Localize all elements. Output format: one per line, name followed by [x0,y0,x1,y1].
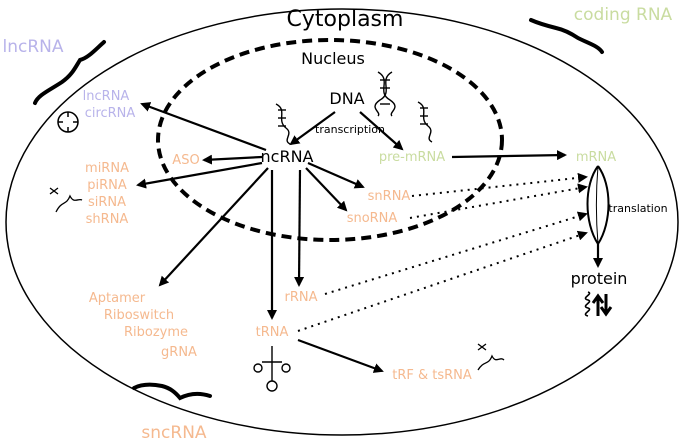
arrow-ncrna-aptamer [158,167,269,287]
nucleus-label: Nucleus [301,49,365,68]
ribosome-icon [586,165,610,245]
dotted-trna-ribosome [297,230,588,332]
dotted-arrows [297,172,588,332]
dotted-rrna-ribosome [324,211,588,295]
aso-label: ASO [172,153,199,168]
circle-rna-icon [57,111,79,133]
arrow-ncrna-lncrna [140,102,267,152]
arrow-dna-ncrna [289,111,336,146]
arrow-ncrna-snorna [305,167,348,212]
mrna-label: mRNA [576,150,616,165]
arrow-premrna-mrna [451,150,567,161]
arrow-ncrna-rrna [294,169,305,287]
scissors-icon-trf [477,343,505,371]
dotted-snrna-ribosome [411,172,588,197]
grna-label: gRNA [161,345,197,360]
ncrna-label: ncRNA [261,147,314,166]
snrna-label: snRNA [368,189,411,204]
mirna-label: miRNA [85,161,129,176]
pirna-label: piRNA [87,178,127,193]
trf-label: tRF & tsRNA [392,368,472,383]
coding-category-label: coding RNA [574,5,673,25]
dotted-snorna-ribosome [409,183,588,219]
arrow-ncrna-mirna [136,161,263,189]
protein-label: protein [571,269,628,288]
dna-helix-icon [374,71,396,117]
sirna-label: siRNA [88,195,126,210]
translation-label: translation [608,202,667,215]
arrow-trna-trf [297,338,384,373]
coding-brace [529,18,604,54]
circrna-label: circRNA [85,106,136,121]
lncrna-label: lncRNA [83,89,130,104]
shrna-label: shRNA [86,212,129,227]
premrna-label: pre-mRNA [379,150,445,165]
rna-strand-icon-premrna [417,101,433,143]
arrows [136,102,603,373]
sncrna-category-label: sncRNA [141,423,207,440]
trna-label: tRNA [256,325,289,340]
riboswitch-label: Riboswitch [104,308,174,323]
sncrna-brace [132,382,212,401]
transcription-label: transcription [315,123,385,136]
rna-strand-icon [275,103,291,145]
aptamer-label: Aptamer [89,291,146,306]
cytoplasm-membrane [5,8,679,436]
arrow-ncrna-aso [202,154,263,165]
dna-label: DNA [329,89,364,108]
cytoplasm-label: Cytoplasm [287,7,404,32]
arrow-ncrna-snrna [307,161,365,189]
trna-cloverleaf-icon [253,346,291,392]
ribozyme-label: Ribozyme [124,325,188,340]
lncrna-category-label: lncRNA [2,37,63,57]
snorna-label: snoRNA [347,211,398,226]
scissors-icon [49,187,83,213]
lncrna-brace [33,40,106,105]
protein-structure-icon [584,291,613,317]
nuclear-envelope [156,38,504,242]
arrow-dna-premrna [359,111,404,151]
rrna-label: rRNA [285,290,318,305]
